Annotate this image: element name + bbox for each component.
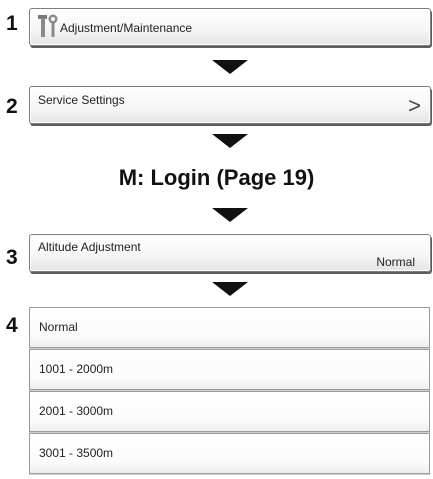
altitude-adjustment-label: Altitude Adjustment [38, 240, 141, 254]
step-number-1: 1 [6, 12, 18, 35]
down-arrow-icon [212, 134, 248, 148]
tools-icon [37, 13, 59, 44]
option-3001-3500m[interactable]: 3001 - 3500m [29, 433, 430, 474]
option-1001-2000m[interactable]: 1001 - 2000m [29, 349, 430, 390]
step-number-2: 2 [6, 95, 18, 118]
chevron-right-icon: > [408, 93, 421, 118]
altitude-adjustment-button[interactable]: Altitude Adjustment Normal [29, 234, 431, 272]
service-settings-label: Service Settings [38, 93, 125, 107]
option-normal[interactable]: Normal [29, 307, 430, 348]
down-arrow-icon [212, 208, 248, 222]
step-number-3: 3 [6, 246, 18, 269]
login-instruction: M: Login (Page 19) [118, 165, 315, 190]
step-number-4: 4 [6, 314, 18, 337]
down-arrow-icon [212, 60, 248, 74]
adjustment-maintenance-button[interactable]: Adjustment/Maintenance [29, 8, 431, 46]
altitude-options-list: Normal 1001 - 2000m 2001 - 3000m 3001 - … [29, 307, 430, 475]
service-settings-button[interactable]: Service Settings > [29, 86, 431, 124]
altitude-adjustment-value: Normal [376, 255, 415, 269]
option-2001-3000m[interactable]: 2001 - 3000m [29, 391, 430, 432]
down-arrow-icon [212, 282, 248, 296]
adjustment-maintenance-label: Adjustment/Maintenance [60, 21, 193, 35]
